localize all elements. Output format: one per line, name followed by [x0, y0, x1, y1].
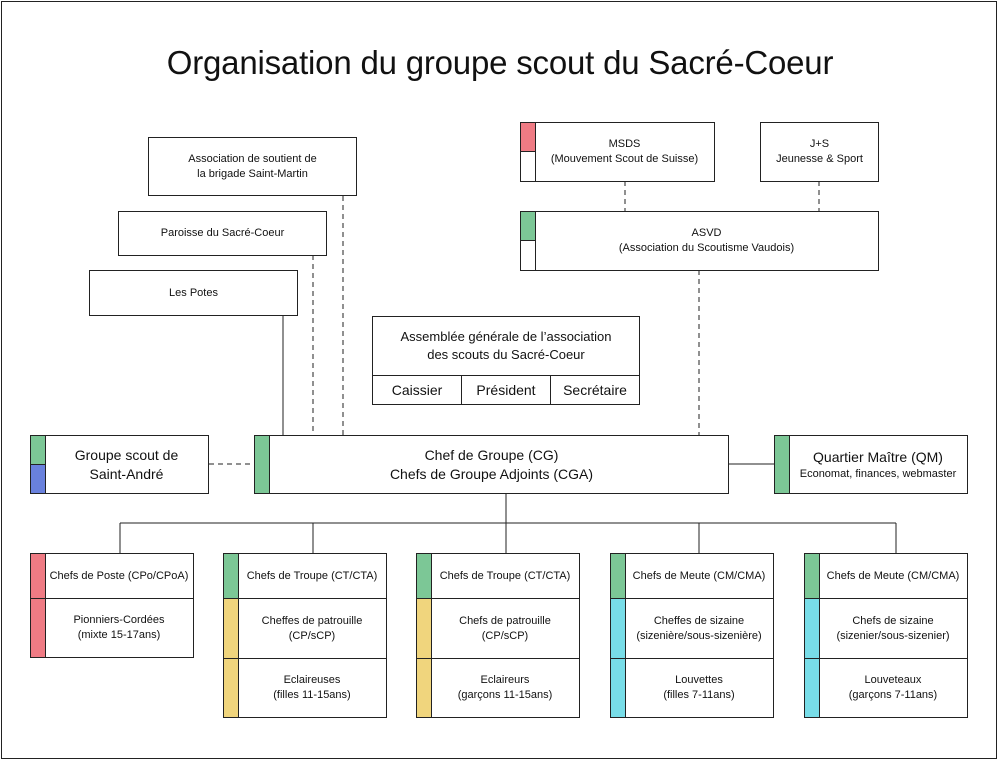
branch-5-row-1: Chefs de sizaine (sizenier/sous-sizenier… [804, 598, 968, 659]
asvd-color-top [520, 211, 536, 241]
branch-2-row-1-label: Cheffes de patrouille (CP/sCP) [261, 614, 363, 642]
asvd-box: ASVD (Association du Scoutisme Vaudois) [520, 211, 879, 271]
asvd-label: ASVD (Association du Scoutisme Vaudois) [618, 227, 795, 254]
chef-groupe-box: Chef de Groupe (CG) Chefs de Groupe Adjo… [254, 435, 729, 494]
st-andre-color-top [30, 435, 46, 465]
qm-subtitle: Economat, finances, webmaster [799, 467, 957, 480]
qm-title: Quartier Maître (QM) [813, 448, 943, 465]
branch-4-color-head [610, 553, 626, 599]
branch-3-row-1: Chefs de patrouille (CP/sCP) [416, 598, 580, 659]
branch-3-row-2-label: Eclaireurs (garçons 11-15ans) [457, 674, 553, 701]
branch-1-row-1-label: Pionniers-Cordées (mixte 15-17ans) [73, 614, 165, 641]
msds-box: MSDS (Mouvement Scout de Suisse) [520, 122, 715, 182]
branch-5-row-2: Louveteaux (garçons 7-11ans) [804, 658, 968, 718]
qm-box: Quartier Maître (QM) Economat, finances,… [774, 435, 968, 494]
qm-text: Quartier Maître (QM) Economat, finances,… [800, 448, 957, 482]
branch-2-row-1: Cheffes de patrouille (CP/sCP) [223, 598, 387, 659]
role-caissier-label: Caissier [391, 382, 443, 398]
branch-2-row-2: Eclaireuses (filles 11-15ans) [223, 658, 387, 718]
msds-label: MSDS (Mouvement Scout de Suisse) [550, 138, 699, 165]
assembly-title: Assemblée générale de l’association des … [400, 329, 612, 362]
branch-1-row-1: Pionniers-Cordées (mixte 15-17ans) [30, 598, 194, 658]
branch-4-head: Chefs de Meute (CM/CMA) [610, 553, 774, 599]
assembly-role-secretaire: Secrétaire [550, 375, 640, 405]
branch-5-color-head [804, 553, 820, 599]
branch-4-row-2: Louvettes (filles 7-11ans) [610, 658, 774, 718]
st-andre-box: Groupe scout de Saint-André [30, 435, 209, 494]
msds-color-top [520, 122, 536, 152]
branch-4-row-2-label: Louvettes (filles 7-11ans) [663, 674, 735, 701]
branch-4-row-1-label: Cheffes de sizaine (sizenière/sous-sizen… [636, 614, 762, 642]
branch-5-row-1-label: Chefs de sizaine (sizenier/sous-sizenier… [836, 614, 950, 642]
chef-groupe-color [254, 435, 270, 494]
paroisse-label: Paroisse du Sacré-Coeur [160, 227, 285, 239]
branch-3-color-head [416, 553, 432, 599]
branch-5-head-label: Chefs de Meute (CM/CMA) [826, 569, 960, 582]
branch-2-color-divider [223, 658, 239, 659]
branch-5-row-2-label: Louveteaux (garçons 7-11ans) [848, 674, 938, 701]
msds-color-bottom [520, 151, 536, 182]
les-potes-box: Les Potes [89, 270, 298, 316]
branch-3-row-1-label: Chefs de patrouille (CP/sCP) [459, 614, 551, 642]
assembly-role-president: Président [461, 375, 551, 405]
branch-5-head: Chefs de Meute (CM/CMA) [804, 553, 968, 599]
branch-1-color [30, 553, 46, 658]
association-soutien-label: Association de soutient de la brigade Sa… [188, 152, 317, 180]
st-andre-color-bottom [30, 464, 46, 494]
branch-4-color-divider [610, 658, 626, 659]
assembly-box: Assemblée générale de l’association des … [372, 316, 640, 376]
les-potes-label: Les Potes [169, 286, 218, 299]
js-label: J+S Jeunesse & Sport [776, 138, 863, 165]
branch-3-head-label: Chefs de Troupe (CT/CTA) [439, 569, 571, 582]
branch-2-head-label: Chefs de Troupe (CT/CTA) [246, 569, 378, 582]
association-soutien-box: Association de soutient de la brigade Sa… [148, 137, 357, 196]
branch-4-head-label: Chefs de Meute (CM/CMA) [632, 569, 766, 582]
branch-2-color-head [223, 553, 239, 599]
chef-groupe-label: Chef de Groupe (CG) Chefs de Groupe Adjo… [389, 446, 594, 482]
assembly-role-caissier: Caissier [372, 375, 462, 405]
branch-3-color-divider [416, 658, 432, 659]
branch-2-row-2-label: Eclaireuses (filles 11-15ans) [273, 674, 351, 701]
branch-5-color-divider [804, 658, 820, 659]
qm-color [774, 435, 790, 494]
diagram-title: Organisation du groupe scout du Sacré-Co… [166, 44, 834, 81]
branch-1-head-label: Chefs de Poste (CPo/CPoA) [49, 569, 189, 582]
branch-4-row-1: Cheffes de sizaine (sizenière/sous-sizen… [610, 598, 774, 659]
paroisse-box: Paroisse du Sacré-Coeur [118, 211, 327, 256]
branch-2-head: Chefs de Troupe (CT/CTA) [223, 553, 387, 599]
branch-3-row-2: Eclaireurs (garçons 11-15ans) [416, 658, 580, 718]
st-andre-label: Groupe scout de Saint-André [74, 446, 179, 482]
role-secretaire-label: Secrétaire [563, 382, 627, 398]
branch-1-color-divider [30, 598, 46, 599]
branch-1-head: Chefs de Poste (CPo/CPoA) [30, 553, 194, 599]
role-president-label: Président [476, 382, 536, 398]
js-box: J+S Jeunesse & Sport [760, 122, 879, 182]
asvd-color-bottom [520, 240, 536, 271]
branch-3-head: Chefs de Troupe (CT/CTA) [416, 553, 580, 599]
